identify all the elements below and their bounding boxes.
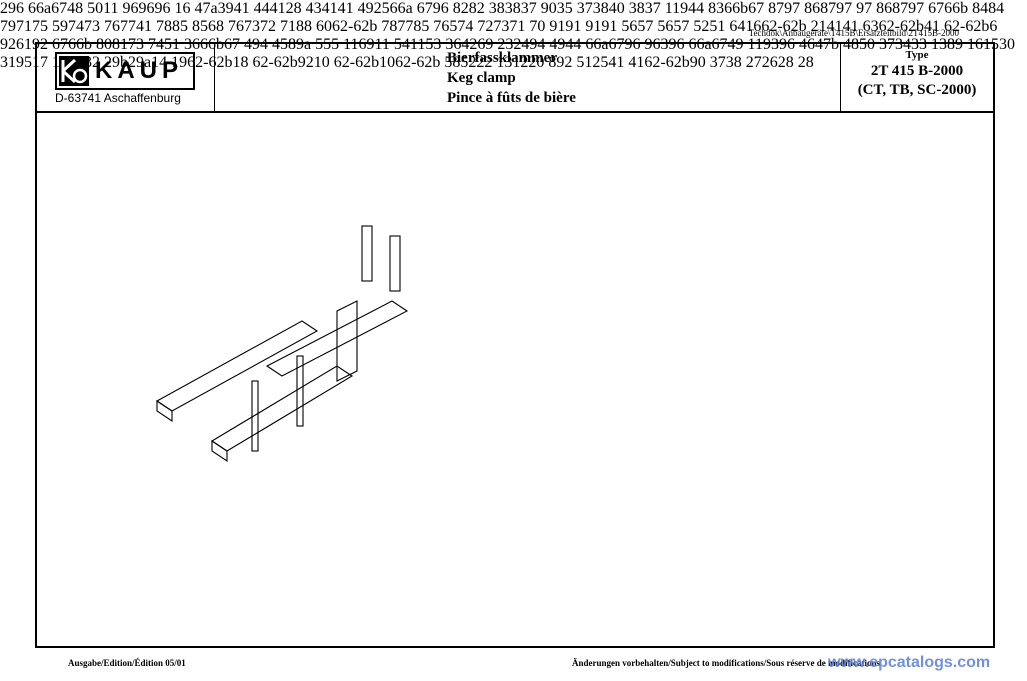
title-german: Bierfassklammer: [447, 50, 557, 66]
type-code: 2T 415 B-2000: [870, 63, 964, 79]
exploded-view-diagram: [155, 225, 409, 463]
type-variants: (CT, TB, SC-2000): [857, 82, 977, 98]
title-block: KAUP D-63741 Aschaffenburg Bierfassklamm…: [37, 44, 993, 113]
part-number-labels: 296 66a6748 5011 969696 16 47a3941 44412…: [0, 0, 1015, 71]
company-address: D-63741 Aschaffenburg: [55, 91, 181, 105]
document-path: Techdok\Anbaugeräte\T415B\Ersatzteilbild…: [748, 28, 959, 38]
type-label: Type: [905, 49, 929, 61]
footer-edition: Ausgabe/Edition/Édition 05/01: [68, 658, 186, 668]
document-title: Bierfassklammer Keg clamp Pince à fûts d…: [447, 48, 576, 108]
drawing-frame: KAUP D-63741 Aschaffenburg Bierfassklamm…: [35, 42, 995, 648]
fork-frame-left: [155, 225, 409, 463]
watermark: www.epcatalogs.com: [828, 654, 991, 671]
type-cell: Type 2T 415 B-2000 (CT, TB, SC-2000): [840, 44, 993, 111]
brand-name: KAUP: [95, 57, 184, 84]
footer-notice: Änderungen vorbehalten/Subject to modifi…: [572, 658, 880, 668]
logo-cell: KAUP D-63741 Aschaffenburg: [37, 44, 215, 111]
title-english: Keg clamp: [447, 70, 516, 86]
kaup-logo: KAUP: [55, 52, 195, 90]
kaup-logo-mark-icon: [59, 56, 89, 86]
title-french: Pince à fûts de bière: [447, 90, 576, 106]
